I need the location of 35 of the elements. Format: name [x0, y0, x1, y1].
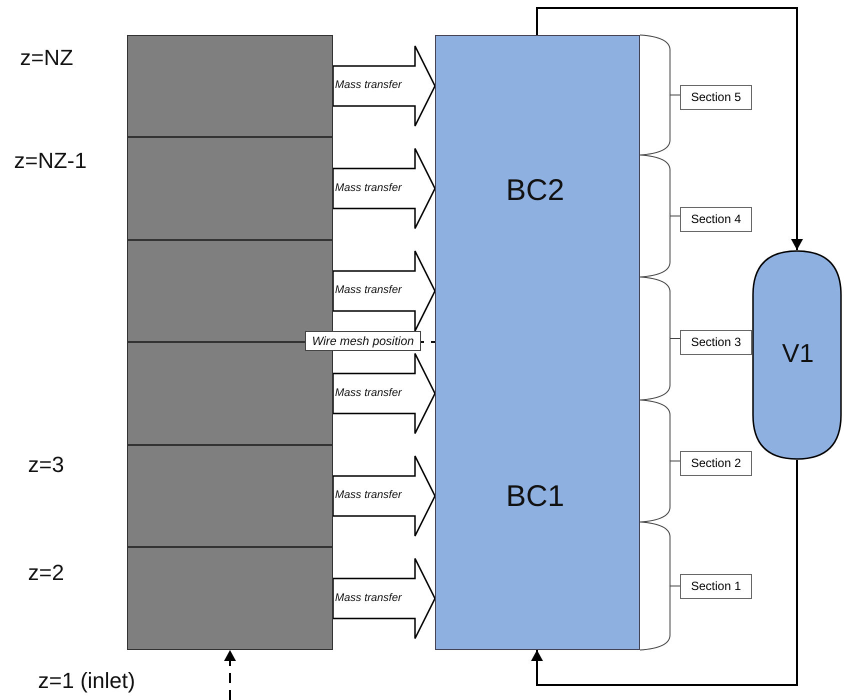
column-section [435, 35, 640, 342]
level-label: z=2 [28, 560, 64, 586]
arrow [536, 7, 803, 250]
edge-label: Mass transfer [335, 590, 402, 606]
level-label: z=1 (inlet) [38, 668, 136, 694]
block-arrow [332, 250, 436, 332]
section-label: Section 5 [680, 85, 752, 110]
cell-box [127, 35, 333, 137]
section-label: Section 1 [680, 574, 752, 599]
cell-box [127, 547, 333, 650]
block-arrow [332, 148, 436, 230]
block-arrow [332, 45, 436, 127]
arrow [531, 460, 798, 686]
edge-label: Mass transfer [335, 78, 402, 93]
callout-label: Wire mesh position [305, 331, 421, 351]
arrow [224, 650, 236, 700]
cell-box [127, 445, 333, 547]
block-arrow [332, 352, 436, 434]
column-label: BC1 [506, 480, 564, 514]
column-section [435, 342, 640, 650]
edge-label: Mass transfer [335, 180, 402, 196]
block-arrow [332, 455, 436, 537]
level-label: z=NZ [20, 45, 74, 71]
cell-box [127, 137, 333, 240]
vessel-label: V1 [782, 338, 814, 369]
level-label: z=3 [28, 452, 64, 478]
edge-label: Mass transfer [335, 488, 402, 503]
section-label: Section 4 [680, 207, 752, 232]
level-label: z=NZ-1 [14, 148, 87, 174]
section-label: Section 2 [680, 451, 752, 476]
edge-label: Mass transfer [335, 386, 402, 400]
block-arrow [332, 558, 436, 640]
column-label: BC2 [506, 174, 564, 208]
edge-label: Mass transfer [335, 283, 402, 298]
section-label: Section 3 [680, 330, 752, 355]
